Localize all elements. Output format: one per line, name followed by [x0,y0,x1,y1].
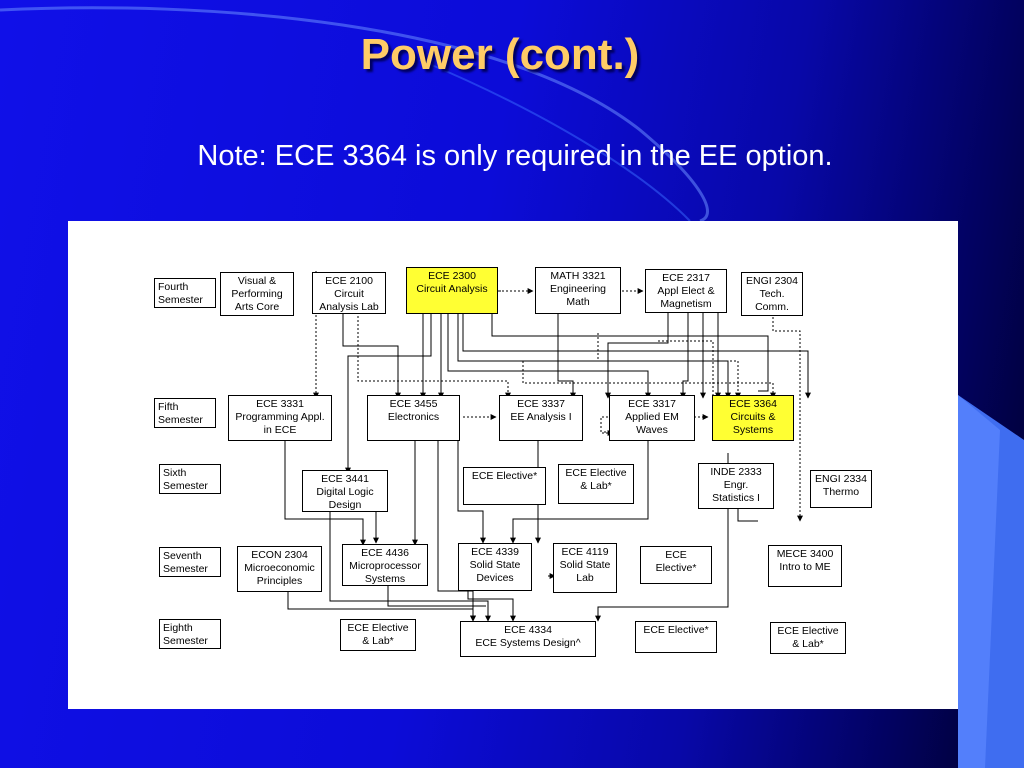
course-mece3400: MECE 3400 Intro to ME [768,545,842,587]
course-ece4436: ECE 4436 Microprocessor Systems [342,544,428,586]
course-ece-elective-lab-8a: ECE Elective & Lab* [340,619,416,651]
course-inde2333: INDE 2333 Engr. Statistics I [698,463,774,509]
slide-title: Power (cont.) [360,30,640,79]
semester-label-fourth: Fourth Semester [154,278,216,308]
course-ece4119: ECE 4119 Solid State Lab [553,543,617,593]
course-ece-elective-6: ECE Elective* [463,467,546,505]
semester-label-fifth: Fifth Semester [154,398,216,428]
course-ece3441: ECE 3441 Digital Logic Design [302,470,388,512]
course-ece3317: ECE 3317 Applied EM Waves [609,395,695,441]
course-ece4334: ECE 4334 ECE Systems Design^ [460,621,596,657]
course-ece3331: ECE 3331 Programming Appl. in ECE [228,395,332,441]
course-visual-performing-arts: Visual & Performing Arts Core [220,272,294,316]
semester-label-seventh: Seventh Semester [159,547,221,577]
course-ece-elective-lab-6: ECE Elective & Lab* [558,464,634,504]
course-engi2334: ENGI 2334 Thermo [810,470,872,508]
course-ece-elective-7: ECE Elective* [640,546,712,584]
semester-label-sixth: Sixth Semester [159,464,221,494]
course-ece2300: ECE 2300 Circuit Analysis [406,267,498,314]
course-ece2100: ECE 2100 Circuit Analysis Lab [312,272,386,314]
course-ece-elective-lab-8b: ECE Elective & Lab* [770,622,846,654]
course-engi2304: ENGI 2304 Tech. Comm. [741,272,803,316]
course-ece2317: ECE 2317 Appl Elect & Magnetism [645,269,727,313]
semester-label-eighth: Eighth Semester [159,619,221,649]
prerequisite-links [208,271,811,622]
course-ece3455: ECE 3455 Electronics [367,395,460,441]
course-econ2304: ECON 2304 Microeconomic Principles [237,546,322,592]
course-ece4339: ECE 4339 Solid State Devices [458,543,532,591]
course-math3321: MATH 3321 Engineering Math [535,267,621,314]
flowchart-panel: Fourth Semester Fifth Semester Sixth Sem… [68,221,958,709]
course-ece-elective-8: ECE Elective* [635,621,717,653]
course-ece3337: ECE 3337 EE Analysis I [499,395,583,441]
course-ece3364: ECE 3364 Circuits & Systems [712,395,794,441]
slide-note: Note: ECE 3364 is only required in the E… [197,140,833,172]
